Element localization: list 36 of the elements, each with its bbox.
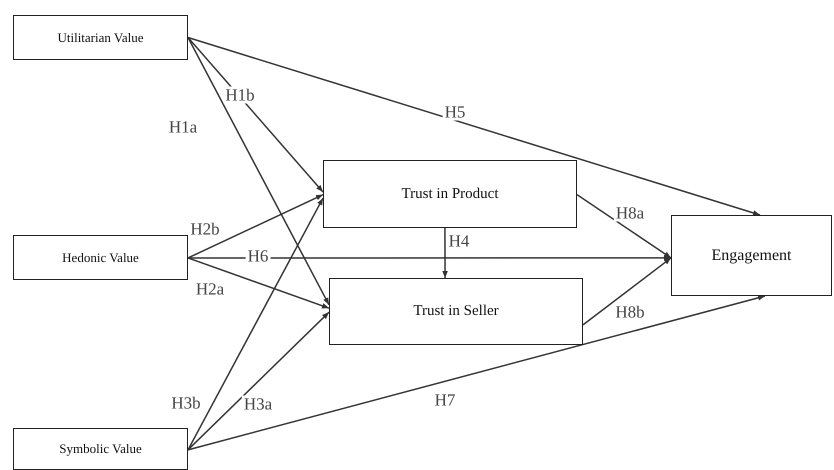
construct-label: Trust in Seller	[413, 303, 499, 320]
construct-label: Trust in Product	[402, 186, 498, 202]
arrow	[188, 295, 766, 451]
edge-label: H1a	[166, 118, 200, 136]
arrow	[187, 198, 324, 450]
edge-label: H8b	[613, 304, 647, 320]
arrow	[576, 194, 672, 259]
construct-box	[13, 235, 188, 280]
construct-label: Symbolic Value	[59, 441, 142, 457]
edge-label: H7	[432, 392, 458, 408]
construct-box	[329, 278, 583, 345]
construct-box	[671, 215, 832, 296]
arrow	[188, 36, 760, 216]
construct-box	[13, 15, 188, 60]
construct-label: Hedonic Value	[62, 250, 139, 266]
arrow	[188, 194, 324, 259]
arrow	[582, 257, 672, 326]
edge-label: H1b	[223, 86, 257, 104]
construct-label: Engagement	[712, 246, 792, 264]
arrow	[187, 37, 330, 306]
construct-box	[323, 160, 577, 228]
construct-label: Utilitarian Value	[57, 30, 144, 46]
arrow	[188, 255, 671, 261]
edge-label: H4	[446, 232, 472, 250]
arrow	[187, 312, 330, 450]
edge-label: H3a	[242, 396, 274, 412]
arrow	[187, 37, 324, 192]
edge-label: H2a	[194, 280, 226, 298]
edge-label: H3b	[169, 394, 203, 412]
edge-label: H2b	[188, 220, 222, 238]
edge-label: H5	[442, 104, 468, 120]
arrow	[188, 257, 330, 309]
edge-label: H6	[246, 248, 270, 264]
construct-box	[13, 428, 188, 470]
edge-label: H8a	[614, 204, 646, 222]
arrow	[442, 228, 448, 278]
